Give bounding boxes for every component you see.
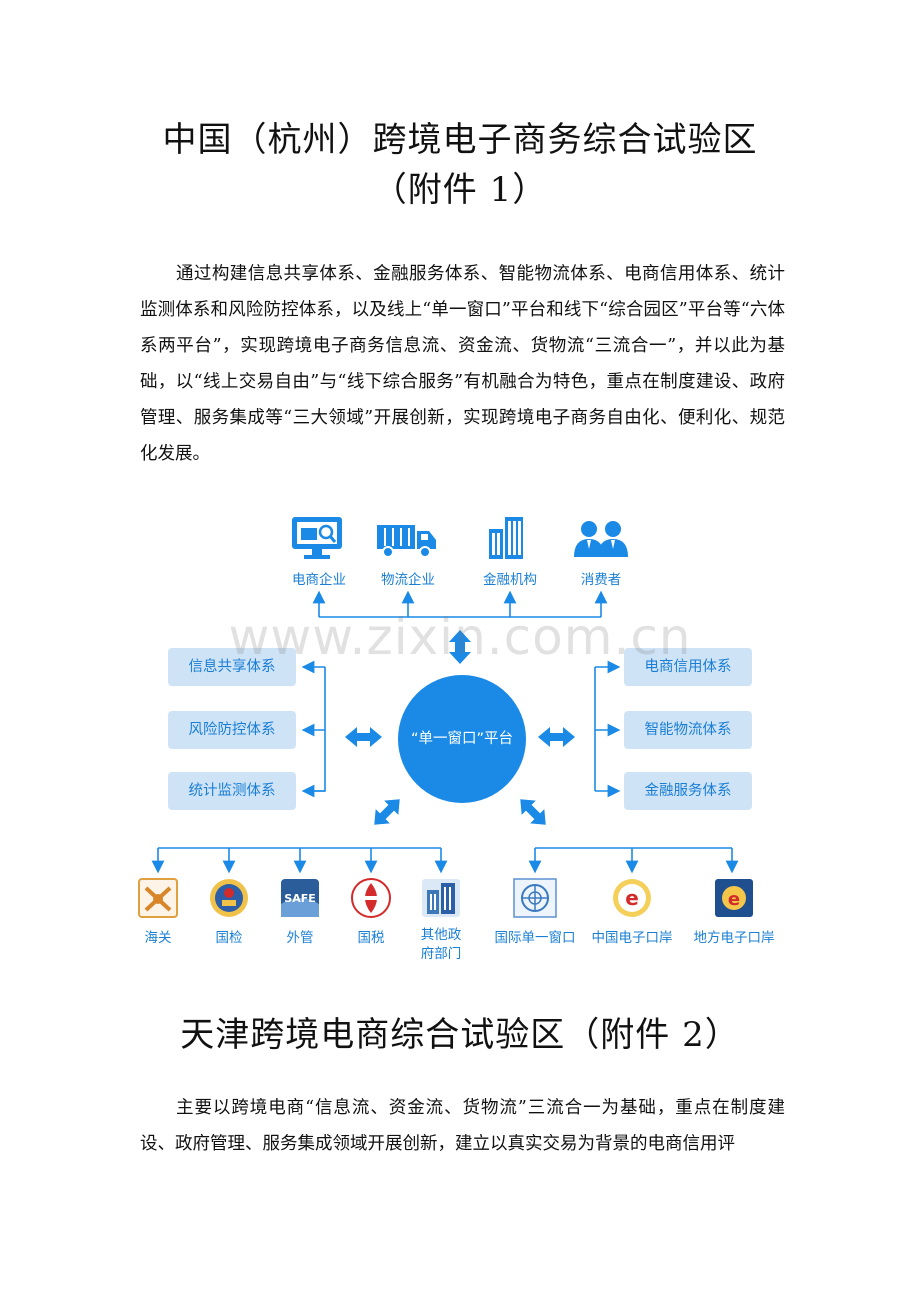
section2-paragraph: 主要以跨境电商“信息流、资金流、货物流”三流合一为基础，重点在制度建设、政府管理… bbox=[140, 1098, 785, 1154]
platform-diagram: 电商企业 物流企业 金融机构 消费者 信息共享体系 风险防控体系 统计监测体系 … bbox=[130, 505, 790, 970]
tax-icon bbox=[351, 878, 391, 918]
local-eport-icon: e bbox=[715, 879, 753, 917]
section1-title-line1: 中国（杭州）跨境电子商务综合试验区 bbox=[162, 120, 758, 160]
label-local-eport: 地方电子口岸 bbox=[693, 930, 775, 946]
top-label-consumer: 消费者 bbox=[580, 572, 622, 588]
label-china-eport: 中国电子口岸 bbox=[591, 930, 673, 946]
svg-text:e: e bbox=[625, 886, 639, 910]
customs-icon bbox=[138, 878, 178, 918]
label-intl-single-window: 国际单一窗口 bbox=[494, 930, 576, 946]
un-icon bbox=[513, 878, 557, 918]
diagram-connectors bbox=[151, 590, 739, 874]
building-icon bbox=[489, 517, 523, 559]
truck-icon bbox=[377, 525, 436, 558]
box-credit: 电商信用体系 bbox=[624, 648, 752, 686]
china-eport-icon: e bbox=[613, 879, 651, 917]
top-label-finance: 金融机构 bbox=[483, 572, 537, 588]
label-tax: 国税 bbox=[357, 930, 385, 946]
label-other-gov-line1: 其他政 bbox=[420, 927, 462, 943]
box-logistics: 智能物流体系 bbox=[624, 711, 752, 749]
inspection-icon bbox=[210, 879, 248, 917]
label-other-gov: 其他政 府部门 bbox=[411, 926, 471, 964]
people-icon bbox=[574, 521, 628, 557]
label-inspection: 国检 bbox=[215, 930, 243, 946]
safe-icon-text: SAFE bbox=[284, 892, 315, 905]
buildings-icon bbox=[422, 879, 460, 917]
section1-paragraph: 通过构建信息共享体系、金融服务体系、智能物流体系、电商信用体系、统计监测体系和风… bbox=[140, 264, 785, 464]
box-finance: 金融服务体系 bbox=[624, 772, 752, 810]
monitor-icon bbox=[292, 517, 342, 559]
section2-title: 天津跨境电商综合试验区（附件 2） bbox=[180, 1015, 740, 1055]
box-info-sharing: 信息共享体系 bbox=[168, 648, 296, 686]
single-window-hub: “单一窗口”平台 bbox=[398, 675, 526, 803]
svg-text:e: e bbox=[728, 889, 740, 910]
box-statistics: 统计监测体系 bbox=[168, 772, 296, 810]
top-label-ecommerce: 电商企业 bbox=[292, 572, 346, 588]
box-risk-control: 风险防控体系 bbox=[168, 711, 296, 749]
label-other-gov-line2: 府部门 bbox=[420, 946, 462, 962]
label-customs: 海关 bbox=[144, 930, 172, 946]
section1-title-line2: （附件 1） bbox=[372, 170, 548, 210]
label-safe: 外管 bbox=[286, 930, 314, 946]
top-label-logistics: 物流企业 bbox=[381, 572, 435, 588]
safe-icon: SAFE bbox=[281, 879, 319, 917]
